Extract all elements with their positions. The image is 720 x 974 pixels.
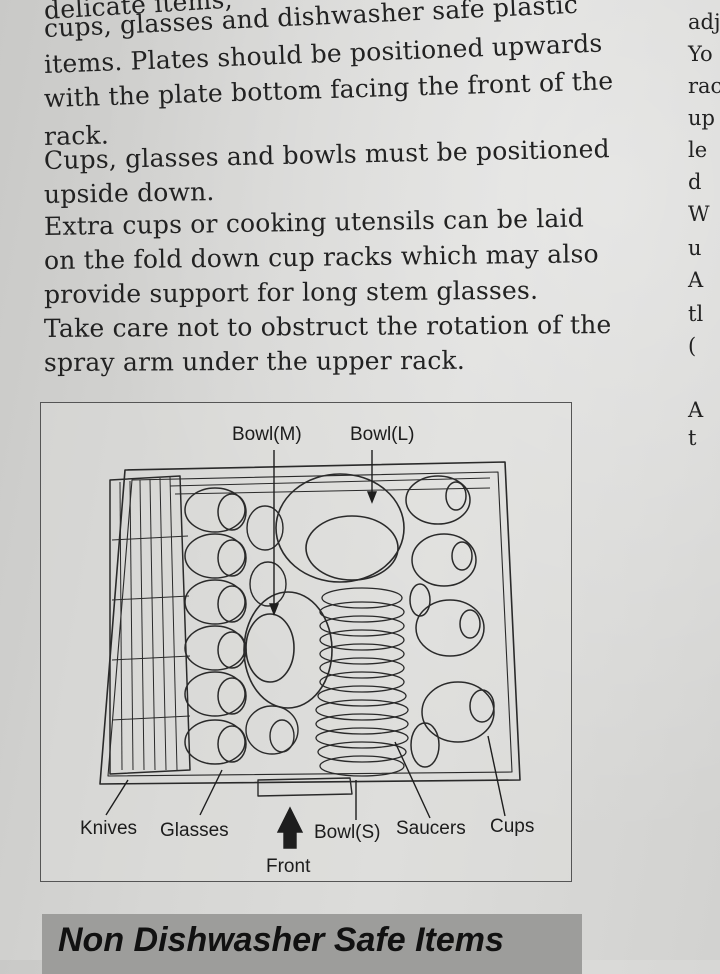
- bowl-small-stack: [315, 587, 409, 777]
- label-bowl-small: Bowl(S): [314, 822, 381, 843]
- bowl-large: [275, 473, 405, 583]
- glasses-column: [184, 487, 247, 765]
- rack-frame: [99, 461, 521, 785]
- bowl-medium: [243, 591, 333, 709]
- cups-column: [405, 475, 495, 768]
- fragment: t: [688, 426, 697, 450]
- label-bowl-large: Bowl(L): [350, 424, 415, 445]
- label-cups: Cups: [490, 816, 535, 837]
- fragment: d: [688, 170, 702, 194]
- front-arrow-icon: [276, 806, 304, 849]
- callout-lines: [105, 450, 506, 849]
- label-glasses: Glasses: [160, 820, 229, 841]
- fragment: A: [688, 268, 704, 292]
- label-knives: Knives: [80, 818, 138, 839]
- fragment: A: [688, 398, 704, 422]
- section-heading: Non Dishwasher Safe Items: [58, 921, 504, 959]
- fragment: adj: [688, 10, 720, 34]
- fragment: Yo: [688, 42, 713, 66]
- label-front: Front: [266, 856, 311, 877]
- fragment: u: [688, 236, 702, 260]
- fragment: le: [688, 138, 708, 162]
- mid-cups: [245, 505, 299, 755]
- label-saucers: Saucers: [396, 818, 466, 839]
- rack-frame-inner: [107, 471, 513, 777]
- rack-front-handle: [257, 777, 353, 797]
- fragment: up: [688, 106, 715, 130]
- label-bowl-medium: Bowl(M): [232, 424, 302, 445]
- fragment: W: [688, 202, 710, 226]
- fragment: tl: [688, 302, 704, 326]
- fragment: (: [688, 334, 697, 358]
- fragment: rac: [688, 74, 720, 98]
- knife-basket: [109, 475, 191, 775]
